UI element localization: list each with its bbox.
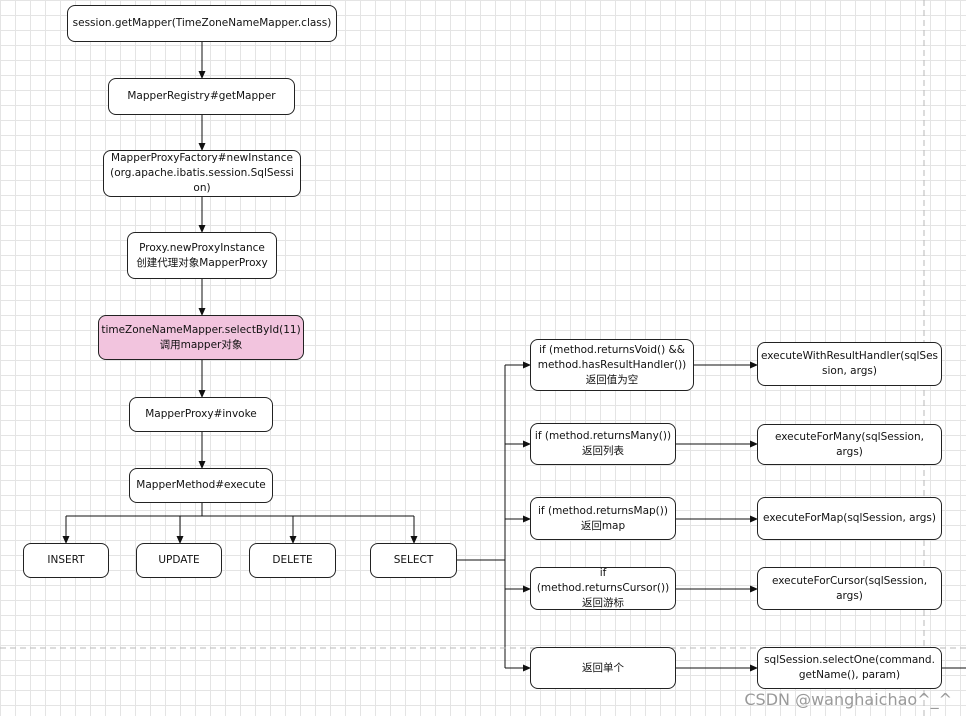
node-session-get-mapper[interactable]: session.getMapper(TimeZoneNameMapper.cla… bbox=[67, 5, 337, 42]
node-proxy-new-proxy-instance[interactable]: Proxy.newProxyInstance 创建代理对象MapperProxy bbox=[127, 232, 277, 279]
node-cond-single[interactable]: 返回单个 bbox=[530, 647, 676, 689]
node-cond-returns-many[interactable]: if (method.returnsMany()) 返回列表 bbox=[530, 423, 676, 465]
node-select[interactable]: SELECT bbox=[370, 543, 457, 578]
node-cond-returns-void[interactable]: if (method.returnsVoid() && method.hasRe… bbox=[530, 339, 694, 391]
node-select-by-id-call[interactable]: timeZoneNameMapper.selectById(11) 调用mapp… bbox=[98, 315, 304, 360]
node-cond-returns-map[interactable]: if (method.returnsMap()) 返回map bbox=[530, 497, 676, 540]
node-execute-for-map[interactable]: executeForMap(sqlSession, args) bbox=[757, 497, 942, 540]
node-cond-returns-cursor[interactable]: if (method.returnsCursor()) 返回游标 bbox=[530, 567, 676, 610]
node-mapper-proxy-invoke[interactable]: MapperProxy#invoke bbox=[129, 397, 273, 432]
edge-conditions-to-executors bbox=[676, 361, 966, 672]
node-update[interactable]: UPDATE bbox=[136, 543, 222, 578]
node-insert[interactable]: INSERT bbox=[23, 543, 109, 578]
node-execute-for-cursor[interactable]: executeForCursor(sqlSession, args) bbox=[757, 567, 942, 610]
edge-execute-fanout bbox=[62, 503, 418, 544]
watermark: CSDN @wanghaichao^_^ bbox=[744, 690, 952, 709]
node-execute-for-many[interactable]: executeForMany(sqlSession, args) bbox=[757, 424, 942, 465]
edge-select-branches bbox=[457, 361, 531, 672]
node-sql-session-select-one[interactable]: sqlSession.selectOne(command.getName(), … bbox=[757, 647, 942, 689]
node-execute-with-result-handler[interactable]: executeWithResultHandler(sqlSession, arg… bbox=[757, 342, 942, 386]
node-mapper-method-execute[interactable]: MapperMethod#execute bbox=[129, 468, 273, 503]
node-mapper-proxy-factory-new-instance[interactable]: MapperProxyFactory#newInstance(org.apach… bbox=[103, 150, 301, 197]
node-mapper-registry-get-mapper[interactable]: MapperRegistry#getMapper bbox=[108, 78, 295, 115]
node-delete[interactable]: DELETE bbox=[249, 543, 336, 578]
